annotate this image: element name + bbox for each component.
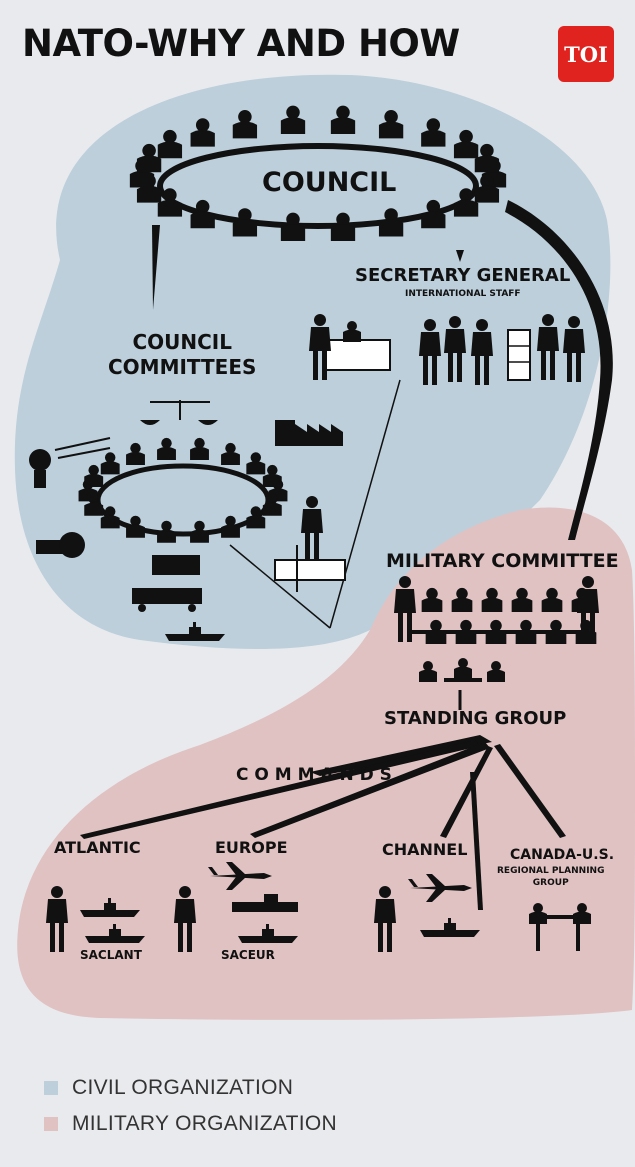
regional-planning-label: REGIONAL PLANNING GROUP — [497, 866, 605, 888]
council-committees-illustration — [29, 400, 346, 641]
international-staff-illustration — [309, 314, 585, 385]
commands-label: C O M M A N D S — [236, 765, 392, 785]
standing-group-label: STANDING GROUP — [384, 708, 567, 729]
canada-us-label: CANADA-U.S. — [510, 847, 615, 863]
legend-swatch-civil — [44, 1081, 58, 1095]
legend-label-military: MILITARY ORGANIZATION — [72, 1112, 337, 1135]
council-table-illustration — [129, 105, 507, 241]
military-committee-illustration — [394, 576, 599, 682]
civil-organization-region — [14, 74, 611, 650]
hierarchy-connectors — [80, 200, 613, 910]
council-label: COUNCIL — [262, 167, 397, 198]
legend-civil: CIVIL ORGANIZATION — [44, 1076, 293, 1100]
saceur-label: SACEUR — [221, 948, 275, 962]
council-committees-label: COUNCIL COMMITTEES — [108, 330, 257, 379]
international-staff-label: INTERNATIONAL STAFF — [405, 289, 521, 299]
legend-label-civil: CIVIL ORGANIZATION — [72, 1076, 294, 1099]
channel-label: CHANNEL — [382, 840, 468, 859]
military-committee-label: MILITARY COMMITTEE — [386, 550, 619, 572]
secretary-general-label: SECRETARY GENERAL — [355, 265, 571, 286]
legend-military: MILITARY ORGANIZATION — [44, 1112, 337, 1136]
page-title: NATO-WHY AND HOW — [22, 22, 460, 65]
legend-swatch-military — [44, 1117, 58, 1131]
saclant-label: SACLANT — [80, 948, 142, 962]
toi-logo: TOI — [558, 26, 614, 82]
europe-label: EUROPE — [215, 838, 288, 857]
commands-illustration — [46, 862, 591, 952]
atlantic-label: ATLANTIC — [54, 838, 141, 857]
